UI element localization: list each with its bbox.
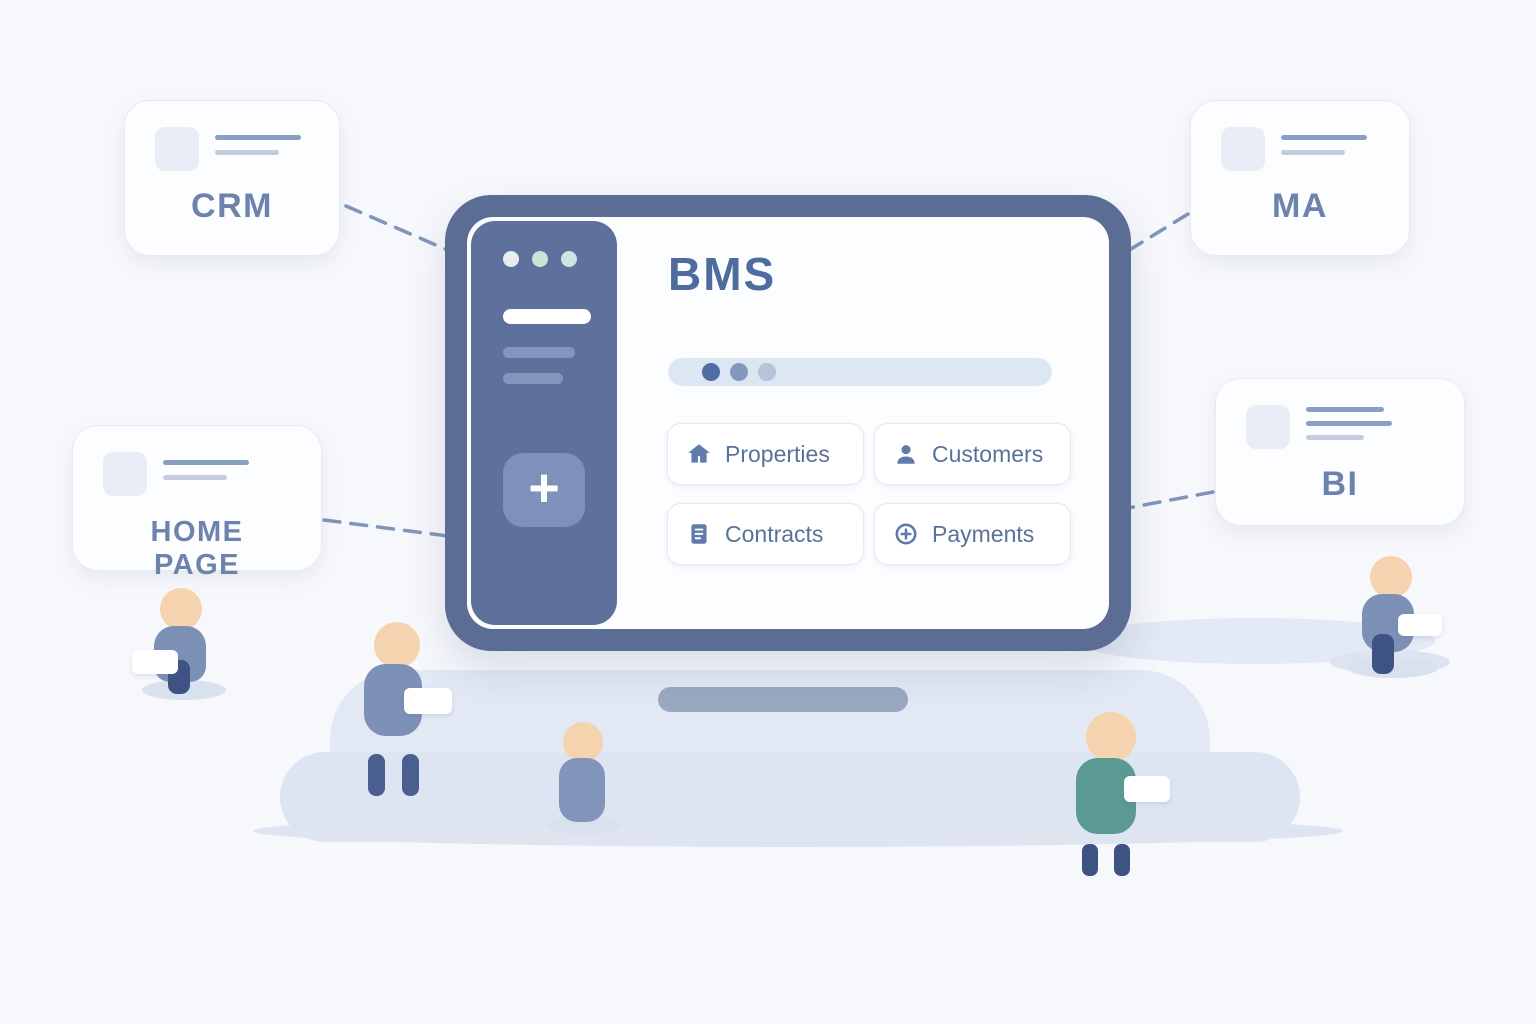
person-shadow xyxy=(547,816,621,834)
sidebar: + xyxy=(471,221,617,625)
person-head xyxy=(160,588,202,630)
user-icon xyxy=(897,445,915,464)
person-head xyxy=(1370,556,1412,598)
skeleton-line xyxy=(215,135,301,140)
home-icon xyxy=(688,444,710,463)
skeleton-line xyxy=(1306,407,1384,412)
payments-button-label: Payments xyxy=(932,520,1035,547)
customers-button[interactable]: Customers xyxy=(874,423,1071,485)
placeholder-icon xyxy=(1246,405,1290,449)
person-legs xyxy=(402,754,419,796)
person-legs xyxy=(368,754,385,796)
person-legs xyxy=(1114,844,1130,876)
window-dot-icon xyxy=(503,251,519,267)
document-icon xyxy=(691,524,707,544)
card-crm: CRM xyxy=(124,100,340,256)
properties-button-label: Properties xyxy=(725,440,830,467)
add-button[interactable]: + xyxy=(503,453,585,527)
card-ma: MA xyxy=(1190,100,1410,256)
card-bi: BI xyxy=(1215,378,1465,526)
person-figure xyxy=(352,622,467,802)
person-figure xyxy=(1340,556,1450,682)
person-figure xyxy=(1062,712,1182,880)
card-home-page-label: HOME PAGE xyxy=(150,516,244,581)
properties-button[interactable]: Properties xyxy=(667,423,864,485)
person-device xyxy=(1124,776,1170,802)
floor-bar xyxy=(658,687,908,712)
payments-button[interactable]: Payments xyxy=(874,503,1071,565)
person-figure xyxy=(128,588,238,703)
card-bi-label: BI xyxy=(1321,465,1359,503)
skeleton-line xyxy=(1306,435,1364,440)
connector-bi xyxy=(1126,490,1215,510)
person-device xyxy=(404,688,452,714)
person-head xyxy=(374,622,420,668)
skeleton-line xyxy=(163,460,249,465)
progress-dot xyxy=(758,363,776,381)
sidebar-item[interactable] xyxy=(503,347,575,358)
card-crm-skeleton xyxy=(155,127,309,171)
skeleton-line xyxy=(163,475,227,480)
person-legs xyxy=(1082,844,1098,876)
feature-button-grid: Properties Customers xyxy=(667,423,1071,565)
skeleton-line xyxy=(1281,135,1367,140)
person-legs xyxy=(1372,634,1394,674)
window-dots xyxy=(503,251,577,267)
connector-crm xyxy=(344,204,454,254)
progress-dot xyxy=(702,363,720,381)
monitor-frame: + BMS Properties xyxy=(445,195,1131,651)
sidebar-item[interactable] xyxy=(503,373,563,384)
card-ma-label: MA xyxy=(1272,187,1328,225)
app-title: BMS xyxy=(668,248,777,300)
card-bi-skeleton xyxy=(1246,405,1434,449)
contracts-button[interactable]: Contracts xyxy=(667,503,864,565)
progress-bar xyxy=(668,358,1052,386)
sidebar-item-active[interactable] xyxy=(503,309,591,324)
card-crm-label: CRM xyxy=(191,187,273,225)
connector-home-page xyxy=(322,518,450,538)
floor-blob-base xyxy=(253,815,1343,847)
placeholder-icon xyxy=(1221,127,1265,171)
card-home-page: HOME PAGE xyxy=(72,425,322,581)
card-home-page-skeleton xyxy=(103,452,291,496)
person-device xyxy=(132,650,178,674)
person-head xyxy=(1086,712,1136,762)
skeleton-line xyxy=(1306,421,1392,426)
contracts-button-label: Contracts xyxy=(725,520,824,547)
window-dot-icon xyxy=(561,251,577,267)
plus-circle-icon xyxy=(895,523,917,545)
connector-ma xyxy=(1124,212,1190,254)
skeleton-line xyxy=(215,150,279,155)
person-figure xyxy=(545,722,625,834)
app-screen: + BMS Properties xyxy=(467,217,1109,629)
placeholder-icon xyxy=(155,127,199,171)
placeholder-icon xyxy=(103,452,147,496)
window-dot-icon xyxy=(532,251,548,267)
customers-button-label: Customers xyxy=(932,440,1044,467)
person-head xyxy=(563,722,603,762)
person-body xyxy=(559,758,605,822)
skeleton-line xyxy=(1281,150,1345,155)
card-ma-skeleton xyxy=(1221,127,1379,171)
person-device xyxy=(1398,614,1442,636)
progress-dot xyxy=(730,363,748,381)
